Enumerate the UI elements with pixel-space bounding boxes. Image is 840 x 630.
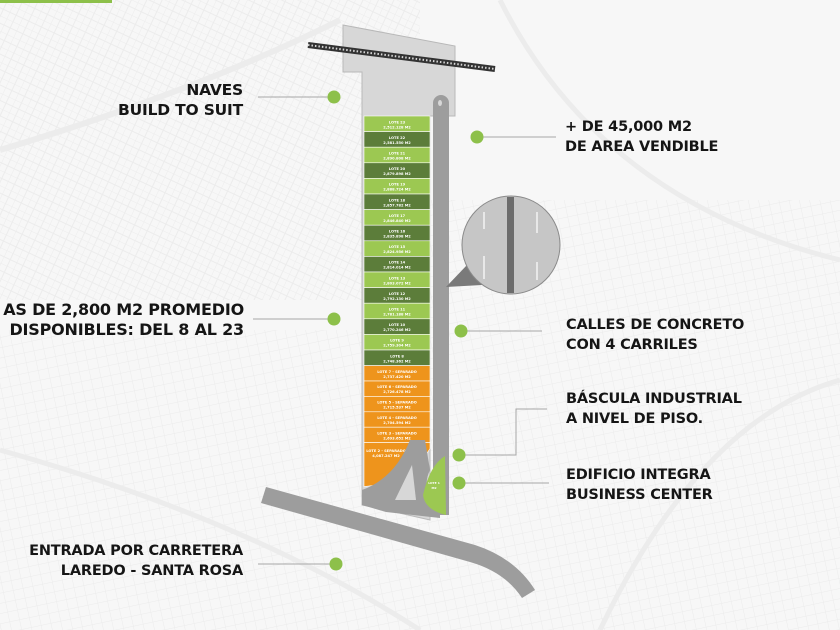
edificio-callout: EDIFICIO INTEGRA BUSINESS CENTER	[566, 465, 713, 505]
lot-area: 2,781.188 M2	[383, 313, 411, 317]
lot-area: 2,581.550 M2	[383, 141, 411, 145]
naves-line1: NAVES	[186, 81, 243, 99]
lot-name: LOTE 17	[389, 214, 406, 218]
lot-area: 2,824.956 M2	[383, 250, 411, 254]
lot-area: 2,888.724 M2	[383, 188, 411, 192]
edificio-marker[interactable]	[452, 476, 466, 490]
calles-marker[interactable]	[454, 324, 468, 338]
lot-area: 2,726.478 M2	[383, 390, 411, 394]
top-accent-bar	[0, 0, 112, 3]
lot-name: LOTE 13	[389, 276, 406, 280]
area-line2: DE AREA VENDIBLE	[565, 139, 719, 155]
lot-area: 2,715.537 M2	[383, 406, 411, 410]
lotes-callout: AS DE 2,800 M2 PROMEDIO DISPONIBLES: DEL…	[3, 300, 244, 340]
edificio-line2: BUSINESS CENTER	[566, 487, 713, 503]
bascula-callout: BÁSCULA INDUSTRIAL A NIVEL DE PISO.	[566, 389, 742, 429]
area-line1: + DE 45,000 M2	[565, 119, 692, 135]
lot-name: LOTE 21	[389, 152, 406, 156]
lot-name: LOTE 7 - SEPARADO	[377, 370, 417, 374]
entrada-marker[interactable]	[329, 557, 343, 571]
lot-area: 2,792.130 M2	[383, 297, 411, 301]
area-callout: + DE 45,000 M2 DE AREA VENDIBLE	[565, 117, 718, 157]
railway-icon	[307, 42, 496, 72]
lot-name: LOTE 18	[389, 198, 406, 202]
naves-line2: BUILD TO SUIT	[118, 101, 243, 119]
entrada-line2: LAREDO - SANTA ROSA	[60, 563, 243, 579]
lot-area: 2,748.362 M2	[383, 359, 411, 363]
lot-name: LOTE 12	[389, 292, 406, 296]
lot-area: 2,512.128 M2	[383, 125, 411, 129]
lot-area: 4,087.247 M2	[372, 454, 400, 458]
entrada-callout: ENTRADA POR CARRETERA LAREDO - SANTA ROS…	[29, 541, 243, 581]
lot-name: LOTE 9	[390, 339, 404, 343]
lot-name: LOTE 2 - SEPARADO	[366, 449, 406, 453]
lot-name: LOTE 16	[389, 230, 406, 234]
lot-name: LOTE 19	[389, 183, 406, 187]
lot-area: 2,857.782 M2	[383, 203, 411, 207]
edificio-line1: EDIFICIO INTEGRA	[566, 467, 711, 483]
road-detail-magnifier	[446, 195, 561, 295]
lot-area: 2,835.898 M2	[383, 235, 411, 239]
entrada-line1: ENTRADA POR CARRETERA	[29, 543, 243, 559]
lot-area: 2,814.014 M2	[383, 266, 411, 270]
lot-name: LOTE 23	[389, 120, 406, 124]
lot-name: LOTE 20	[389, 167, 406, 171]
area-marker[interactable]	[470, 130, 484, 144]
lot-name: LOTE 3 - SEPARADO	[377, 431, 417, 435]
lot-area: 2,704.594 M2	[383, 421, 411, 425]
lot-area: 2,737.420 M2	[383, 375, 411, 379]
lot-name: LOTE 22	[389, 136, 406, 140]
roundabout-road	[362, 440, 440, 518]
lot-name: LOTE 4 - SEPARADO	[377, 416, 417, 420]
calles-line2: CON 4 CARRILES	[566, 337, 698, 353]
naves-callout: NAVES BUILD TO SUIT	[118, 80, 243, 120]
lot-area: 2,759.304 M2	[383, 344, 411, 348]
internal-road[interactable]	[433, 104, 449, 515]
lot-name: LOTE 5 - SEPARADO	[377, 401, 417, 405]
lot-name: LOTE 11	[389, 308, 406, 312]
lot-name: LOTE 10	[389, 323, 406, 327]
bascula-line1: BÁSCULA INDUSTRIAL	[566, 391, 742, 407]
lot-name: LOTE 8	[390, 354, 404, 358]
bascula-line2: A NIVEL DE PISO.	[566, 411, 703, 427]
lotes-line2: DISPONIBLES: DEL 8 AL 23	[9, 320, 244, 339]
calles-callout: CALLES DE CONCRETO CON 4 CARRILES	[566, 315, 744, 355]
calles-line1: CALLES DE CONCRETO	[566, 317, 745, 333]
naves-marker[interactable]	[327, 90, 341, 104]
lot-area: 2,890.808 M2	[383, 157, 411, 161]
lot-area: 2,803.072 M2	[383, 281, 411, 285]
lot-name: LOTE 14	[389, 261, 406, 265]
lot-1-area: M2	[431, 486, 436, 490]
highway-laredo-santa-rosa	[261, 487, 535, 598]
bascula-marker[interactable]	[452, 448, 466, 462]
lot-area: 2,770.246 M2	[383, 328, 411, 332]
lot-area: 2,693.652 M2	[383, 436, 411, 440]
lot-name: LOTE 6 - SEPARADO	[377, 385, 417, 389]
roundabout-island	[395, 465, 416, 500]
lot-area: 2,846.840 M2	[383, 219, 411, 223]
lot-name: LOTE 15	[389, 245, 406, 249]
lot-area: 2,879.898 M2	[383, 172, 411, 176]
lot-1-area[interactable]	[423, 456, 446, 515]
lotes-line1: AS DE 2,800 M2 PROMEDIO	[3, 300, 244, 319]
lot-1-label: LOTE 1	[428, 481, 440, 485]
lotes-marker[interactable]	[327, 312, 341, 326]
